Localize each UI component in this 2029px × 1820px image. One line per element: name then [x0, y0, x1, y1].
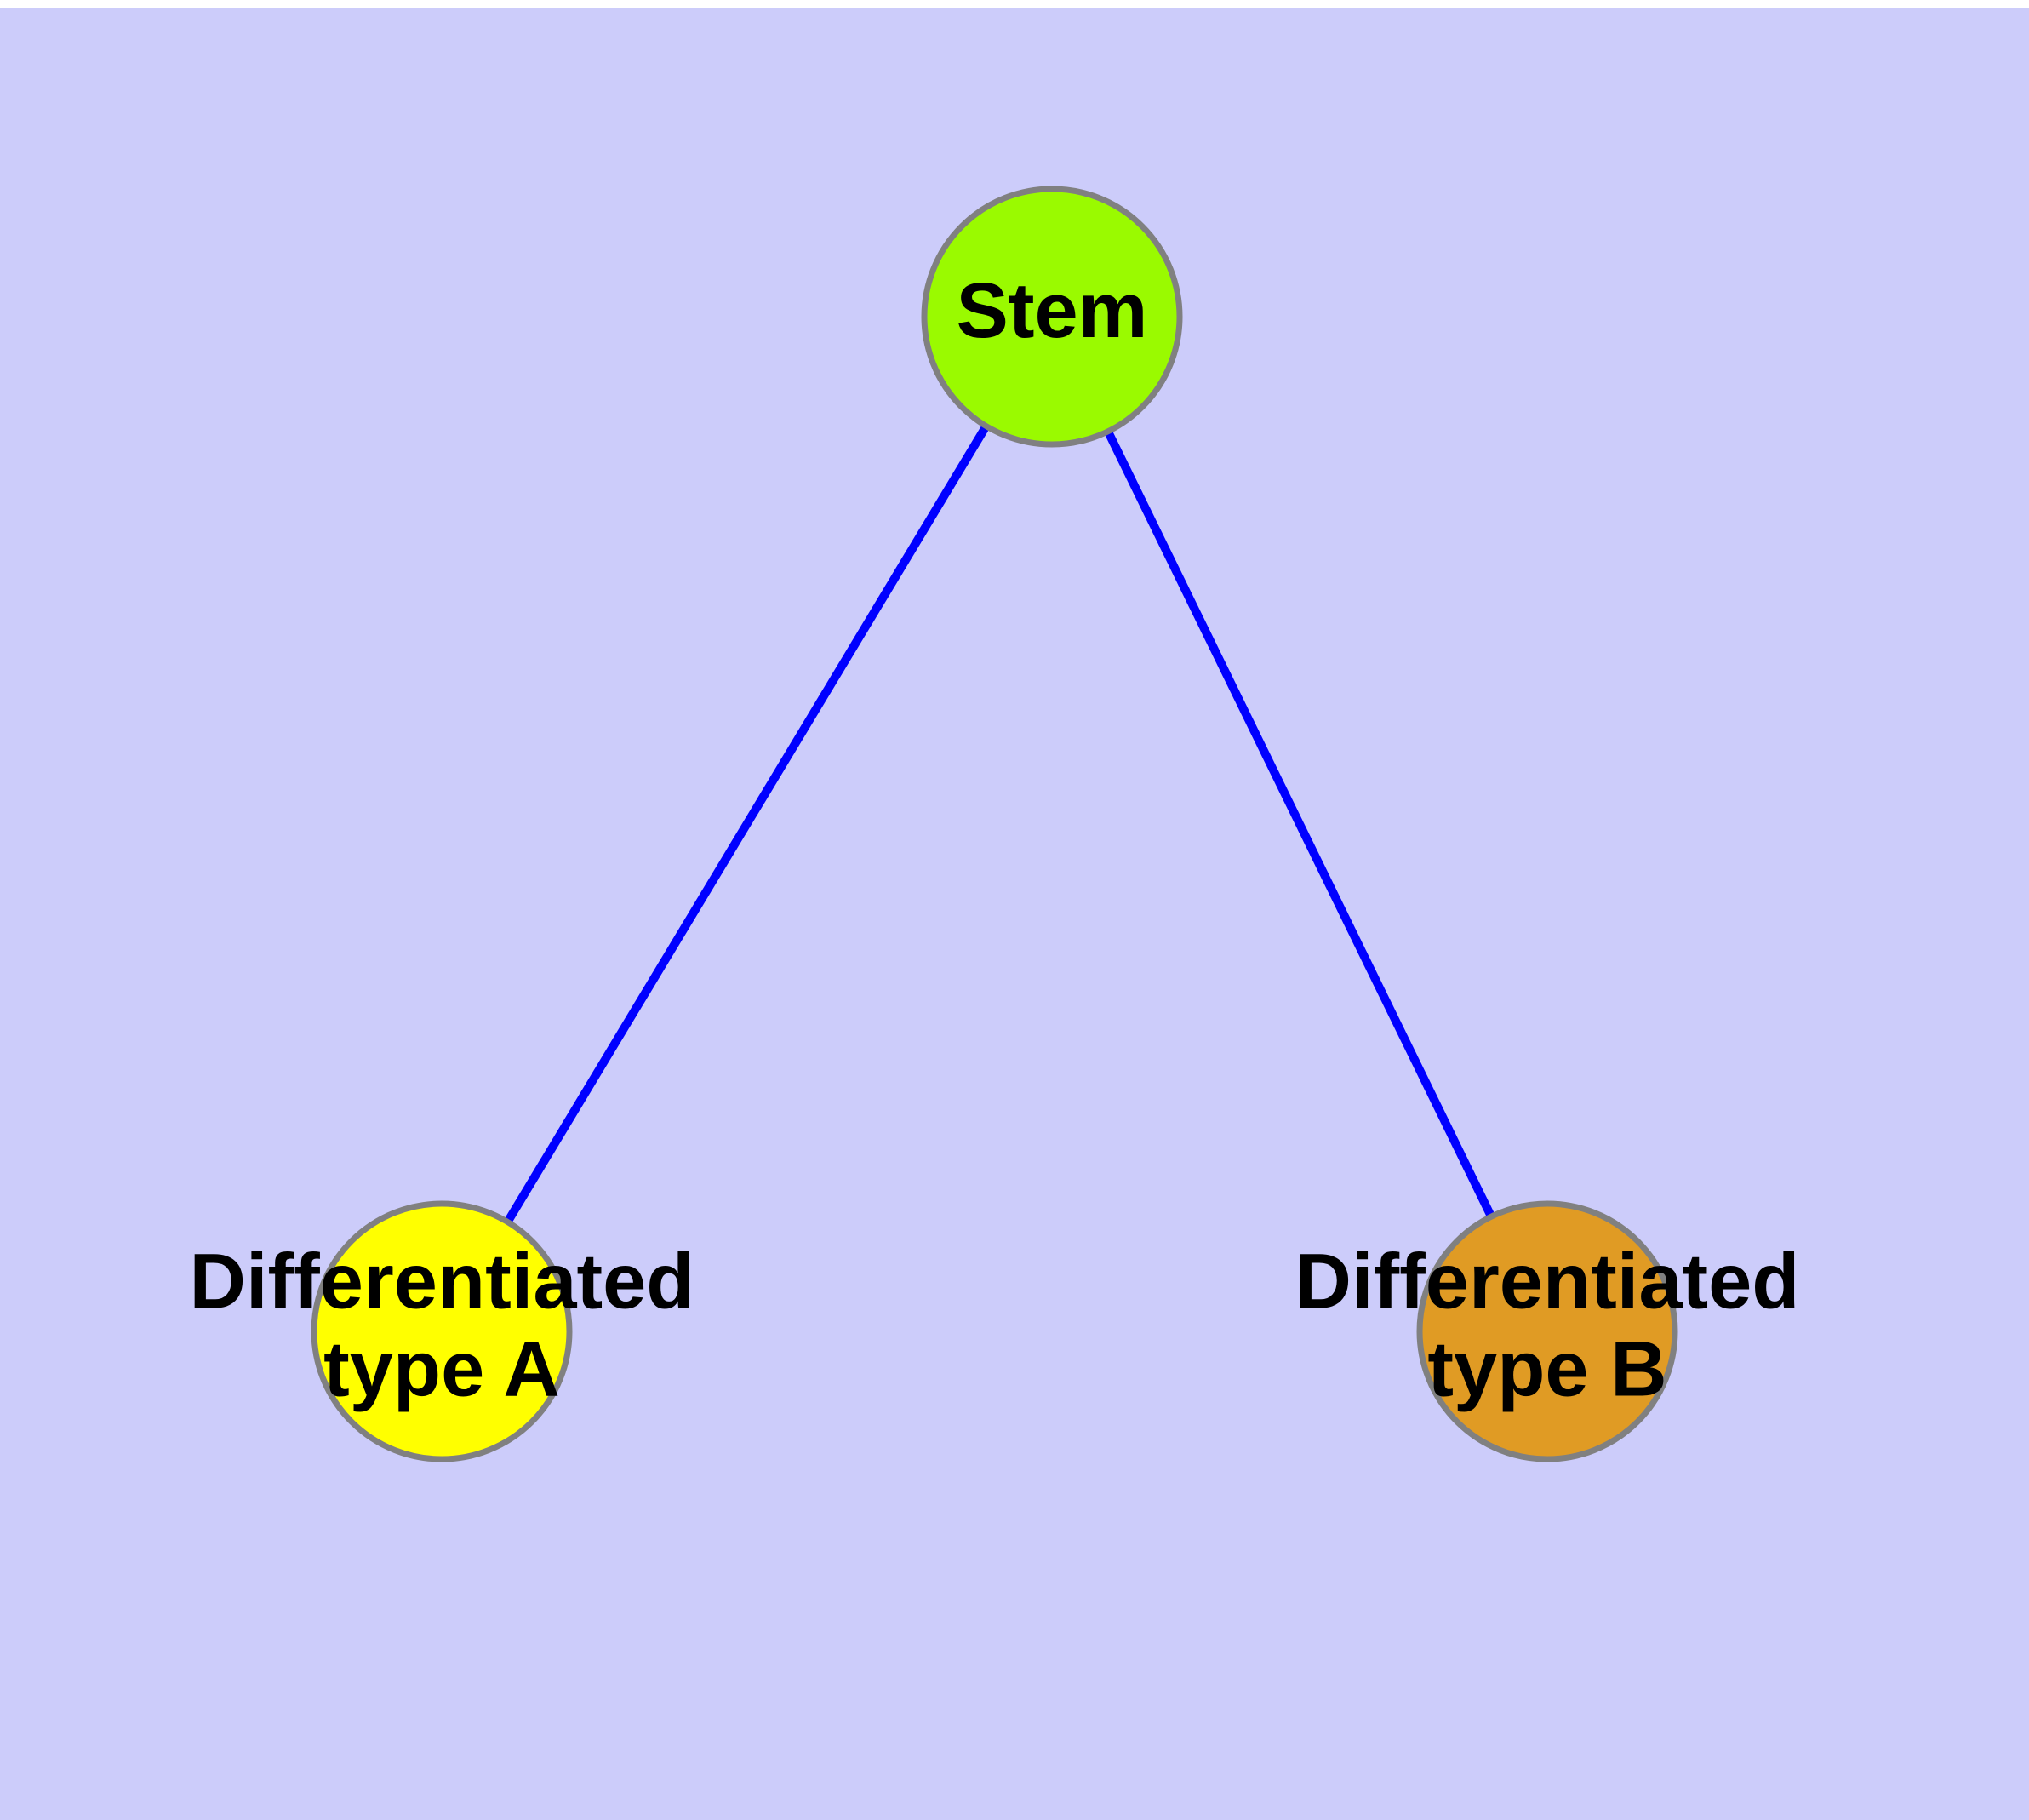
node-differentiated-type-b-circle[interactable]	[1416, 1200, 1678, 1462]
top-white-strip	[0, 0, 2029, 8]
node-stem[interactable]: Stem	[921, 186, 1183, 448]
node-stem-circle[interactable]	[921, 186, 1183, 448]
node-stem-label: Stem	[957, 267, 1148, 354]
edge-stem-to-differentiated-type-a[interactable]	[503, 422, 991, 1226]
edge-stem-to-differentiated-type-b[interactable]	[1103, 427, 1496, 1221]
edge-layer	[503, 422, 1496, 1226]
node-differentiated-type-a-circle[interactable]	[311, 1200, 573, 1462]
